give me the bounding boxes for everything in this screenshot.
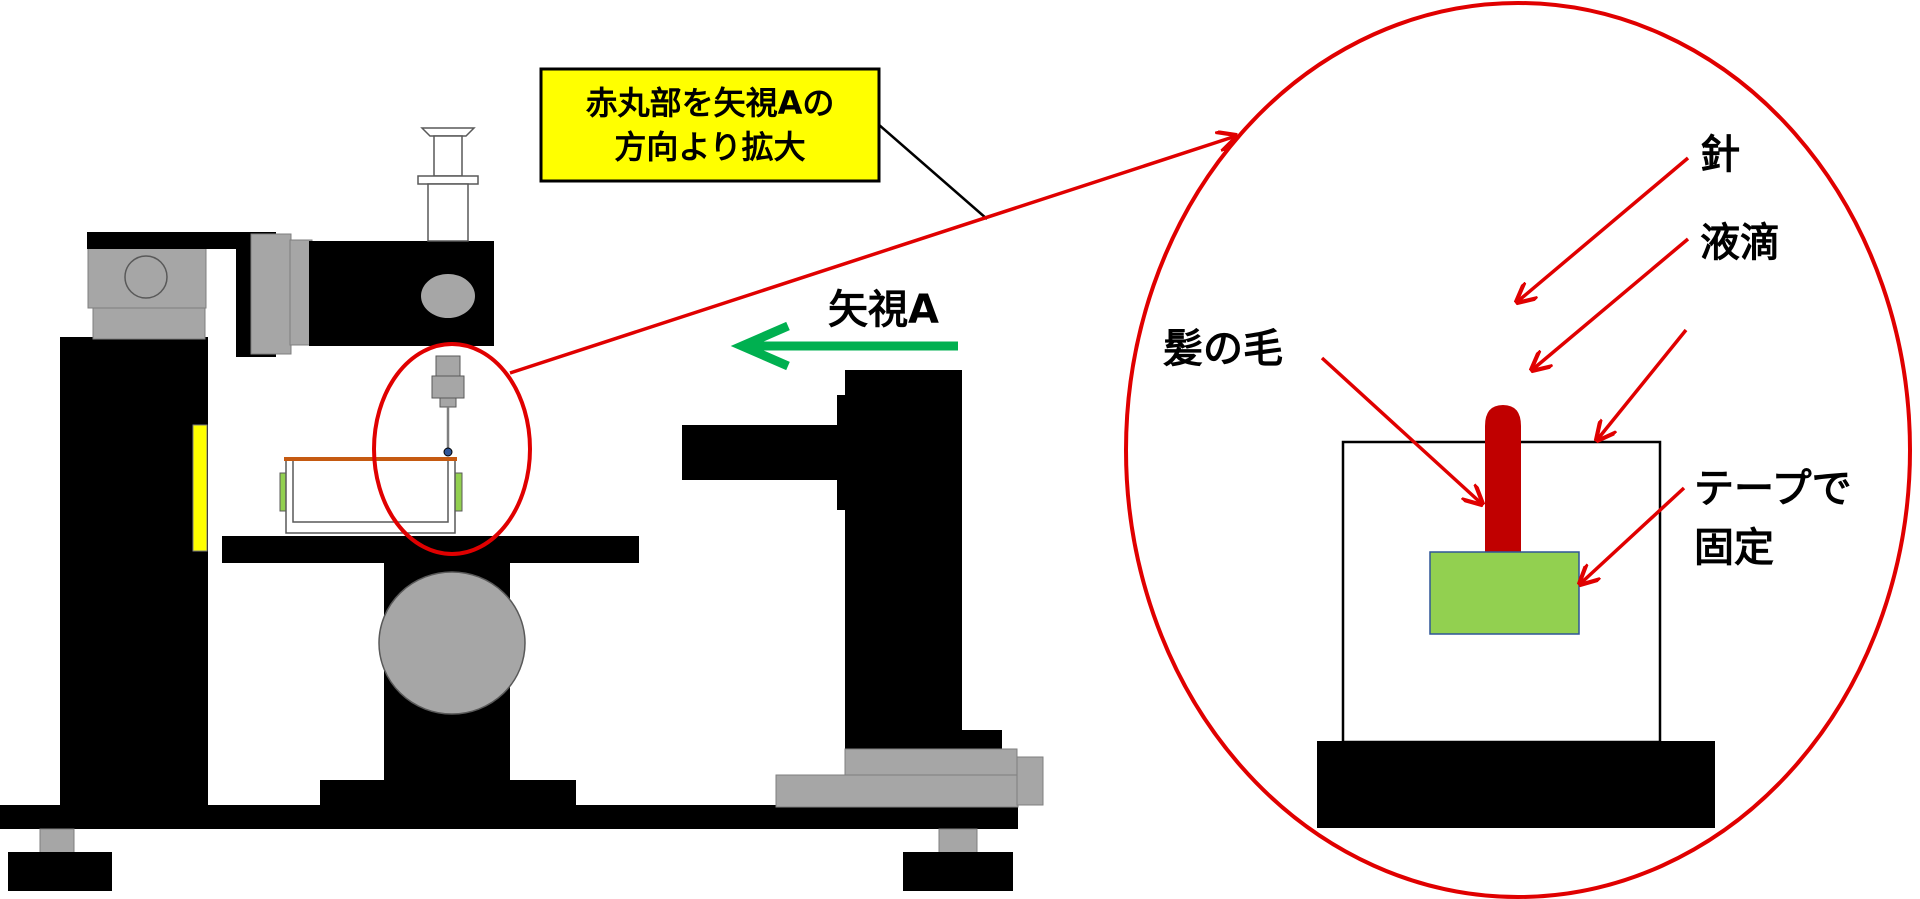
stage-knob bbox=[378, 571, 526, 715]
left-column bbox=[60, 337, 208, 807]
camera-slide-end bbox=[1016, 756, 1044, 806]
left-foot bbox=[8, 852, 112, 891]
label-tape-line-1: テープで bbox=[1694, 466, 1852, 512]
contact-angle-apparatus: 矢視A bbox=[0, 127, 1044, 891]
right-foot bbox=[903, 852, 1013, 891]
column-top-block bbox=[92, 304, 206, 340]
knob bbox=[124, 255, 168, 299]
syringe-plunger bbox=[433, 135, 463, 177]
dispenser-window bbox=[421, 274, 475, 318]
droplet-pointer bbox=[1532, 237, 1690, 370]
needle-hub-tip bbox=[439, 397, 457, 408]
needle-droplet bbox=[443, 447, 453, 457]
tape-pointer bbox=[1580, 486, 1686, 584]
syringe-collar bbox=[417, 175, 479, 185]
base-rail bbox=[0, 805, 1018, 829]
highlight-circle bbox=[372, 342, 532, 556]
magnified-view: 針 液滴 髪の毛 テープで 固定 bbox=[1124, 1, 1912, 899]
syringe-plunger-head bbox=[420, 127, 476, 137]
zoom-link-arrow bbox=[509, 136, 1236, 375]
needle-pointer bbox=[1517, 156, 1690, 302]
label-tape-line-2: 固定 bbox=[1694, 525, 1774, 571]
label-needle: 針 bbox=[1700, 132, 1740, 178]
needle-hub-top bbox=[435, 355, 461, 377]
camera-column-step bbox=[837, 395, 849, 510]
tape-piece bbox=[1429, 551, 1580, 635]
yellow-plate bbox=[192, 424, 208, 552]
holder-base bbox=[1317, 741, 1715, 828]
callout-line-1: 赤丸部を矢視Aの bbox=[586, 84, 835, 122]
label-hair: 髪の毛 bbox=[1163, 326, 1283, 372]
right-foot-post bbox=[938, 828, 978, 854]
camera-slide-bottom bbox=[775, 774, 1019, 808]
callout-leader bbox=[877, 123, 988, 220]
stage-base bbox=[320, 780, 576, 807]
hair-strand bbox=[1485, 405, 1521, 554]
sample-holder bbox=[285, 458, 456, 534]
view-arrow-label: 矢視A bbox=[828, 287, 939, 333]
bracket-inner bbox=[289, 239, 313, 346]
left-foot-post bbox=[39, 828, 75, 854]
label-droplet: 液滴 bbox=[1700, 220, 1780, 266]
camera-column bbox=[845, 370, 962, 755]
camera-slide-top bbox=[844, 748, 1018, 776]
needle-hub bbox=[431, 375, 465, 399]
callout: 赤丸部を矢視Aの 方向より拡大 bbox=[539, 67, 988, 220]
arm-bracket bbox=[250, 233, 292, 355]
frame-pointer bbox=[1597, 328, 1688, 440]
syringe-barrel bbox=[427, 183, 469, 242]
callout-box bbox=[539, 67, 881, 183]
top-arm bbox=[87, 232, 257, 249]
hair-pointer bbox=[1320, 356, 1482, 504]
callout-line-2: 方向より拡大 bbox=[614, 128, 805, 166]
view-arrow-head bbox=[730, 321, 790, 371]
magnified-circle bbox=[1124, 1, 1912, 899]
